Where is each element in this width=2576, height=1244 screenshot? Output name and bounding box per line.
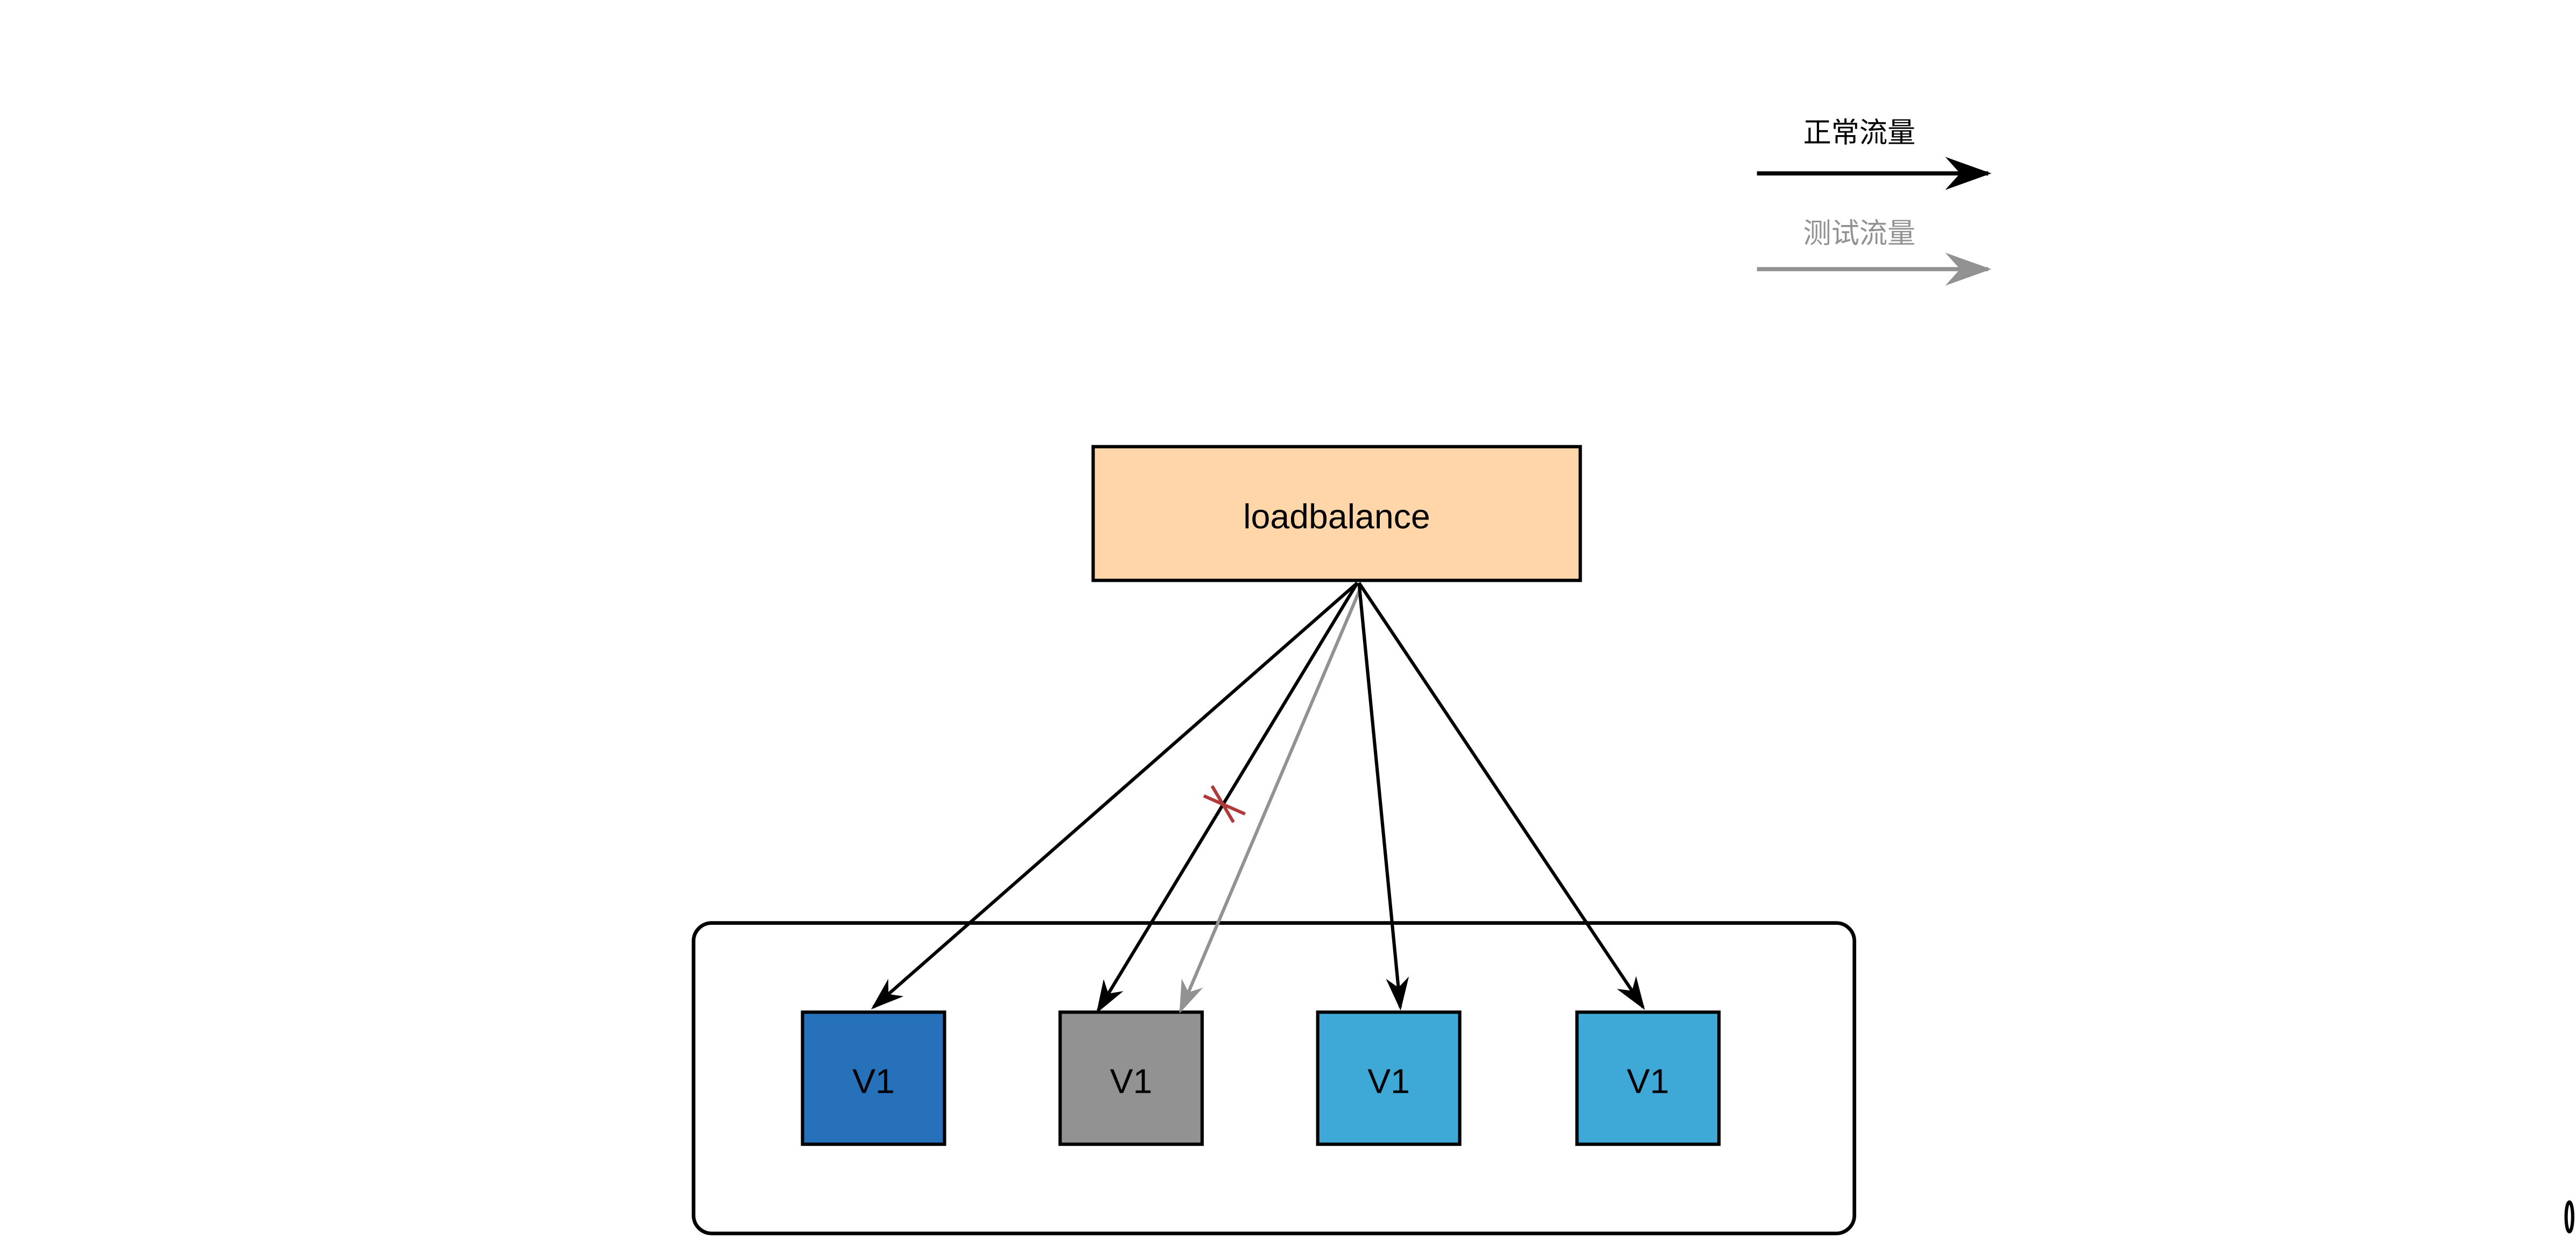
legend: 正常流量 测试流量: [1757, 117, 1992, 286]
edge-normal-2-blocked: [1096, 582, 1359, 1014]
edge-normal-1: [871, 581, 1359, 1010]
instance-label: V1: [1367, 1062, 1410, 1101]
instance-node-1: V1: [801, 1010, 946, 1146]
loadbalancer-label: loadbalance: [1243, 497, 1430, 536]
edge-test-2: [1179, 587, 1363, 1014]
edge-normal-4: [1357, 582, 1645, 1010]
loadbalancer-node: loadbalance: [1091, 445, 1582, 582]
instance-node-4: V1: [1575, 1010, 1721, 1146]
legend-test-label: 测试流量: [1803, 217, 1916, 250]
instance-label: V1: [852, 1062, 895, 1101]
instance-label: V1: [1627, 1062, 1669, 1101]
legend-normal-label: 正常流量: [1803, 117, 1916, 149]
instance-label: V1: [1110, 1062, 1153, 1101]
instance-group: [691, 921, 1856, 1235]
corner-zero-mark: [2564, 1200, 2574, 1234]
blocked-x-icon: [1203, 785, 1246, 824]
edge-normal-3: [1357, 582, 1409, 1011]
instance-node-3: V1: [1316, 1010, 1462, 1146]
instance-node-2: V1: [1058, 1010, 1204, 1146]
